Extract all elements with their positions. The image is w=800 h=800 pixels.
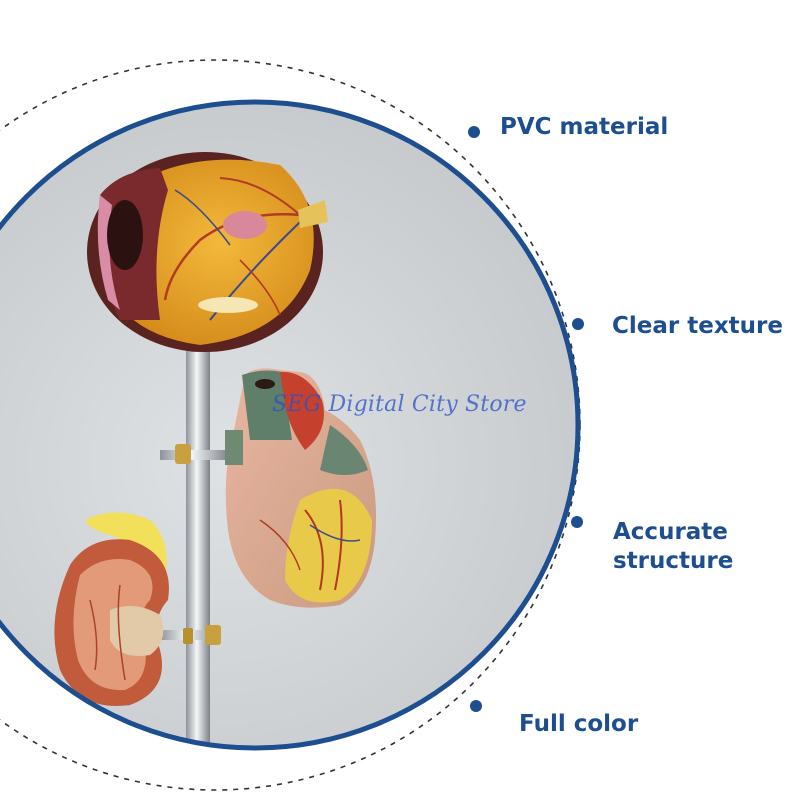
feature-label-full-color: Full color: [519, 711, 639, 737]
feature-label-line-1: Accurate: [613, 519, 728, 545]
dot-icon: [468, 126, 480, 138]
feature-label-accurate-structure: Accurate structure: [613, 518, 733, 576]
feature-label-clear-texture: Clear texture: [612, 313, 783, 339]
heart-model: [225, 368, 376, 608]
dot-icon: [470, 700, 482, 712]
dot-icon: [571, 516, 583, 528]
kidney-model: [54, 512, 169, 706]
product-photo: [0, 102, 578, 748]
photo-circle-border: [0, 99, 581, 751]
store-watermark: SEG Digital City Store: [272, 392, 527, 417]
eyeball-model: [87, 152, 328, 352]
dot-icon: [572, 318, 584, 330]
feature-label-pvc-material: PVC material: [500, 114, 669, 140]
feature-label-line-2: structure: [613, 548, 734, 574]
